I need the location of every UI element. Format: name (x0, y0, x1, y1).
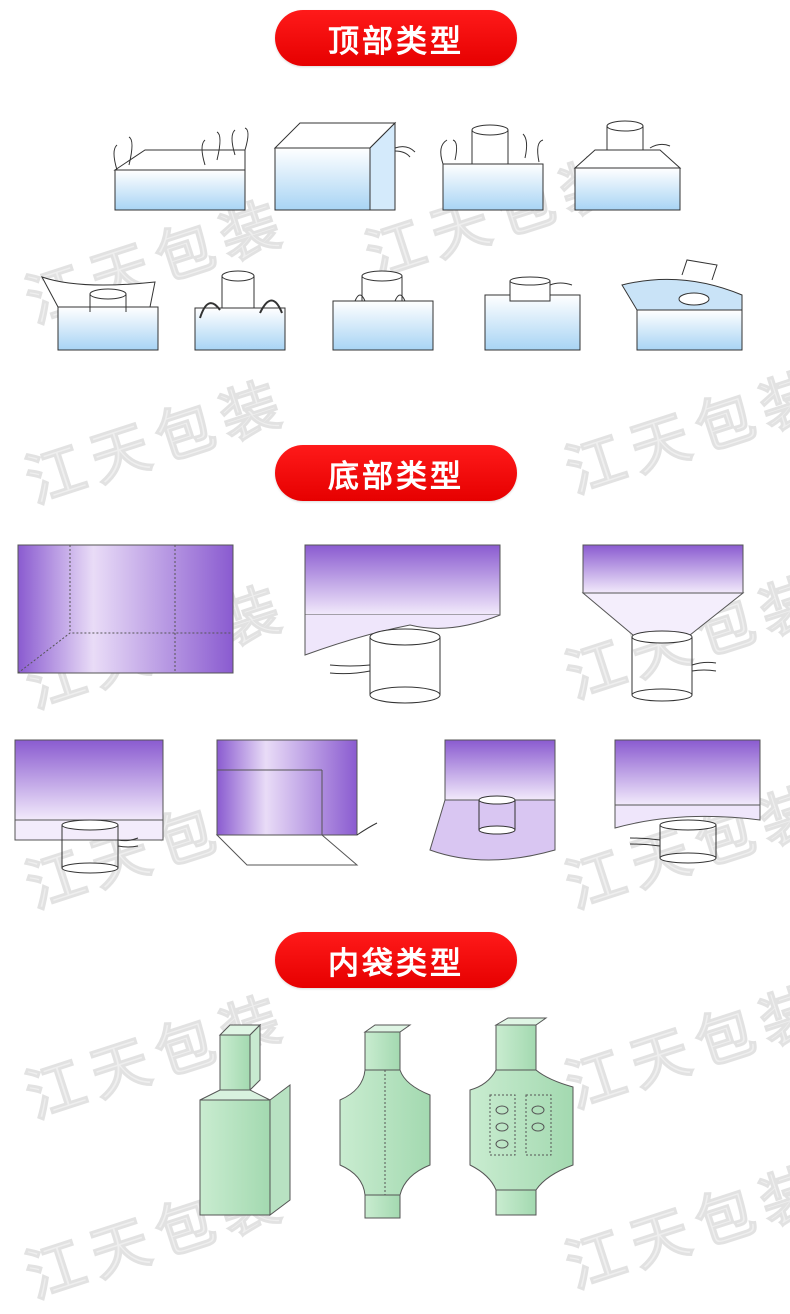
watermark-text: 江天包装 (557, 1152, 790, 1302)
section-title-top: 顶部类型 (275, 10, 517, 66)
top-type-open-top-tied (270, 118, 420, 211)
top-type-top-spout-with-tie (475, 265, 585, 351)
bottom-type-bottom-spout-with-skirt (300, 544, 501, 710)
top-type-top-spout-cross-loops (190, 268, 290, 351)
top-type-top-spout-inner-loops (325, 266, 440, 351)
bottom-type-flat-bottom-with-tie (212, 739, 378, 870)
watermark-text: 江天包装 (557, 357, 790, 507)
liner-type-form-fit-liner (195, 1020, 305, 1220)
top-type-open-top-with-loops (105, 125, 255, 211)
bottom-type-conical-bottom-spout (578, 544, 748, 705)
bottom-type-flat-bottom (15, 544, 235, 675)
bottom-type-skirt-discharge (425, 739, 565, 875)
section-title-bottom: 底部类型 (275, 445, 517, 501)
bottom-type-bottom-spout (14, 739, 165, 875)
bottom-type-bottom-spout-with-flap (610, 739, 761, 868)
liner-type-baffle-liner (335, 1020, 445, 1220)
watermark-text: 江天包装 (17, 367, 298, 517)
section-title-liner: 内袋类型 (275, 932, 517, 988)
top-type-top-spout-with-flap (570, 118, 690, 211)
top-type-top-spout (435, 122, 555, 211)
top-type-duffle-top-open (621, 255, 747, 351)
liner-type-baffle-liner-with-holes (468, 1015, 578, 1220)
top-type-skirt-top (40, 262, 160, 351)
watermark-text: 江天包装 (557, 972, 790, 1122)
